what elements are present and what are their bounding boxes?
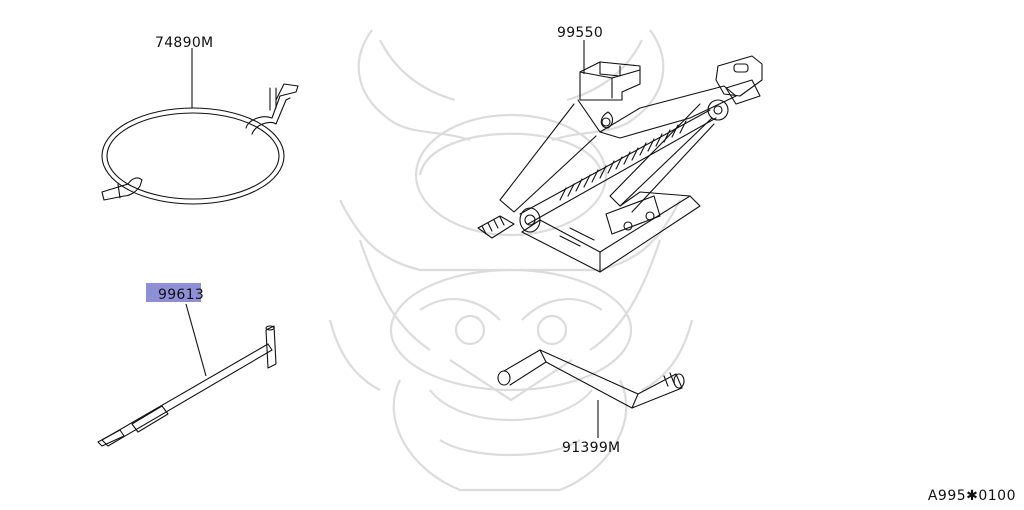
callout-91399m[interactable]: 91399M (562, 440, 620, 456)
svg-text:91399M: 91399M (562, 440, 620, 456)
jack-saddle (579, 61, 641, 101)
rod-shaft (101, 343, 273, 447)
diagram-reference-code: A995✱0100 (927, 488, 1016, 504)
handle-end-left (497, 370, 511, 386)
handle-end-right (673, 373, 685, 389)
ring-clip-right (245, 83, 299, 129)
ring-clip-left (101, 177, 143, 201)
jack-handle-part[interactable] (497, 349, 685, 409)
callout-99613[interactable]: 99613 (146, 283, 204, 303)
callout-74890m[interactable]: 74890M (155, 35, 213, 51)
jack-screw-threads (559, 120, 687, 201)
ring-part[interactable] (101, 83, 299, 205)
svg-text:99613: 99613 (158, 287, 204, 303)
rod-t-handle (265, 325, 277, 369)
callout-99550[interactable]: 99550 (557, 25, 603, 41)
ring-outer (101, 107, 285, 205)
ring-inner (106, 112, 280, 200)
callout-highlight (146, 283, 201, 302)
svg-text:99550: 99550 (557, 25, 603, 41)
svg-text:74890M: 74890M (155, 35, 213, 51)
rod-part[interactable] (97, 325, 277, 447)
rod-leader-line (185, 303, 207, 377)
watermark-helmet-icon (328, 29, 694, 492)
scissor-jack-part[interactable] (477, 55, 763, 273)
rod-grip (131, 405, 169, 433)
